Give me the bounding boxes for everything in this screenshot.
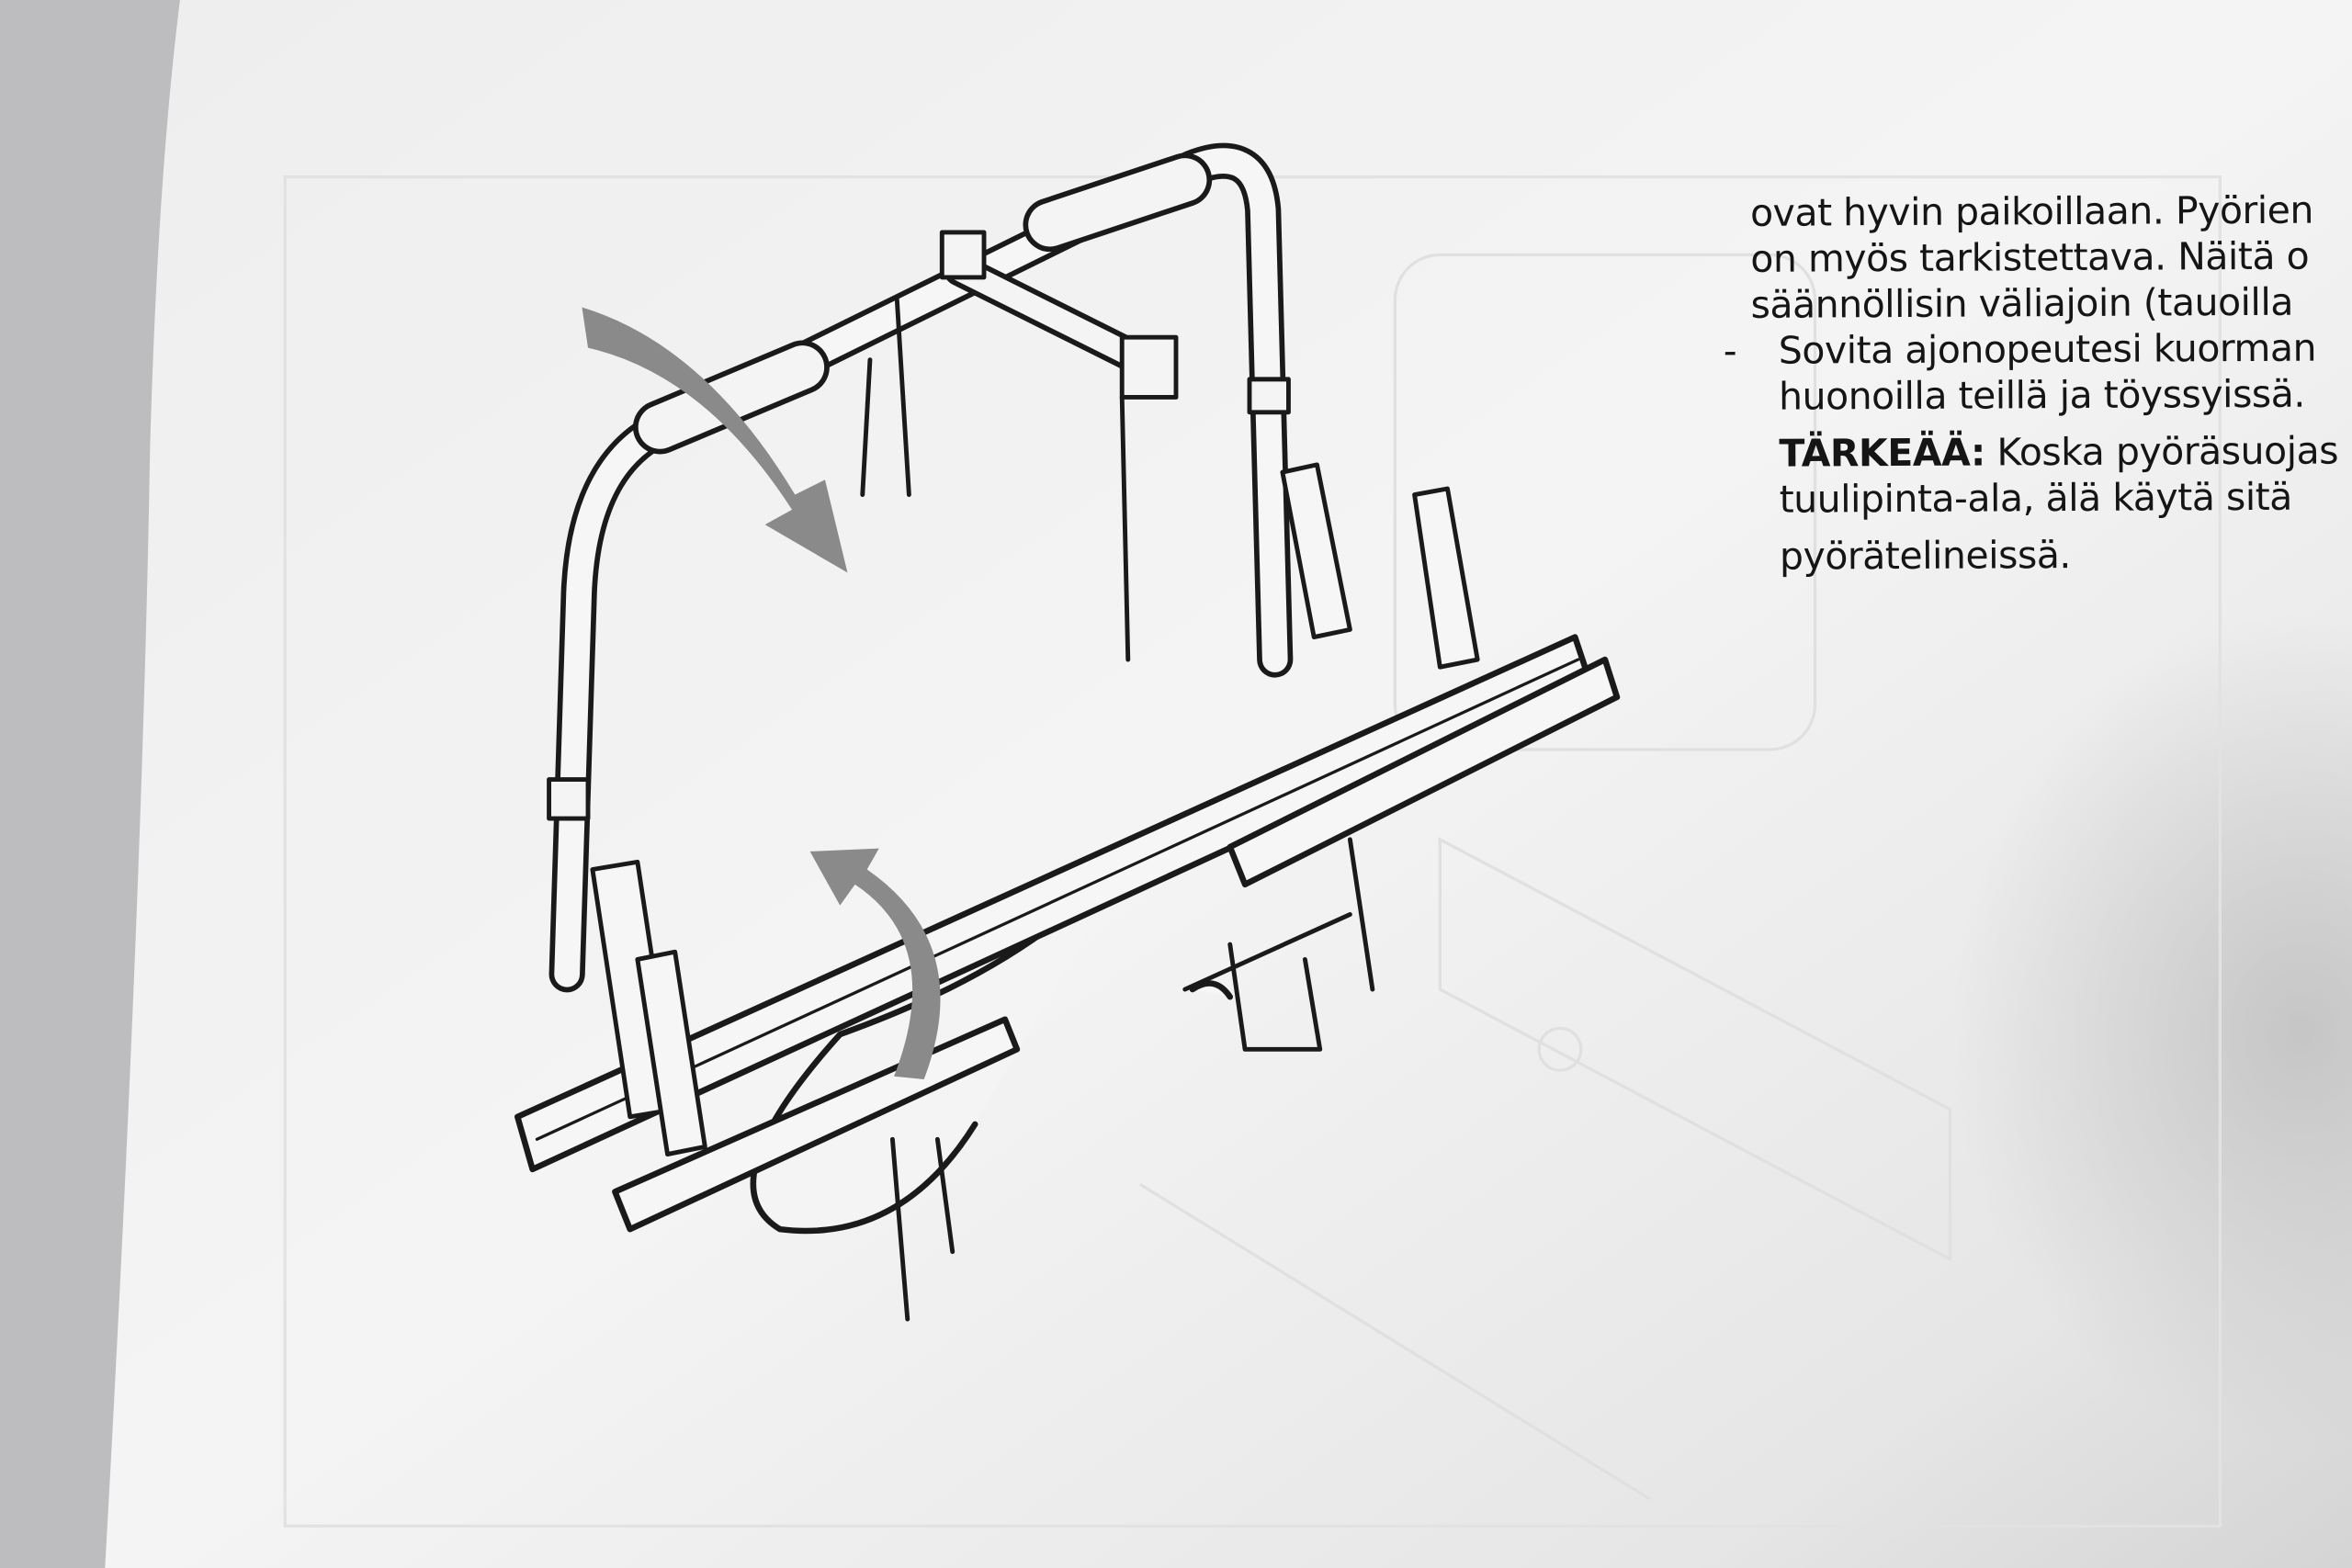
fold-up-arrow-icon (809, 848, 941, 1079)
text-line: tuulipinta-ala, älä käytä sitä (1779, 474, 2292, 522)
important-label: TÄRKEÄÄ: (1779, 430, 1986, 476)
bike-rack-illustration (514, 142, 1621, 1322)
text-line: on myös tarkistettava. Näitä o (1750, 233, 2310, 281)
wheel-straps (590, 462, 1480, 1322)
bullet-item: - Sovita ajonopeutesi kuorman (1724, 324, 2352, 374)
text-line: Sovita ajonopeutesi kuorman (1778, 325, 2317, 373)
rotate-arrows (582, 307, 941, 1079)
show-through-marks (1138, 253, 1952, 1501)
text-line: säännöllisin väliajoin (tauoilla (1750, 279, 2294, 327)
fold-down-arrow-icon (582, 307, 848, 573)
rack-frame (547, 142, 1294, 993)
text-line: ovat hyvin paikoillaan. Pyörien (1749, 187, 2314, 235)
text-line: huonoilla teillä ja töyssyissä. (1778, 371, 2306, 419)
instruction-text: ovat hyvin paikoillaan. Pyörien on myös … (1724, 186, 2352, 580)
text-line: pyörätelineissä. (1779, 533, 2072, 579)
text-line: Koska pyöräsuojas (1984, 428, 2339, 475)
bullet-marker: - (1723, 328, 1737, 373)
important-note: TÄRKEÄÄ: Koska pyöräsuojas (1751, 427, 2352, 477)
